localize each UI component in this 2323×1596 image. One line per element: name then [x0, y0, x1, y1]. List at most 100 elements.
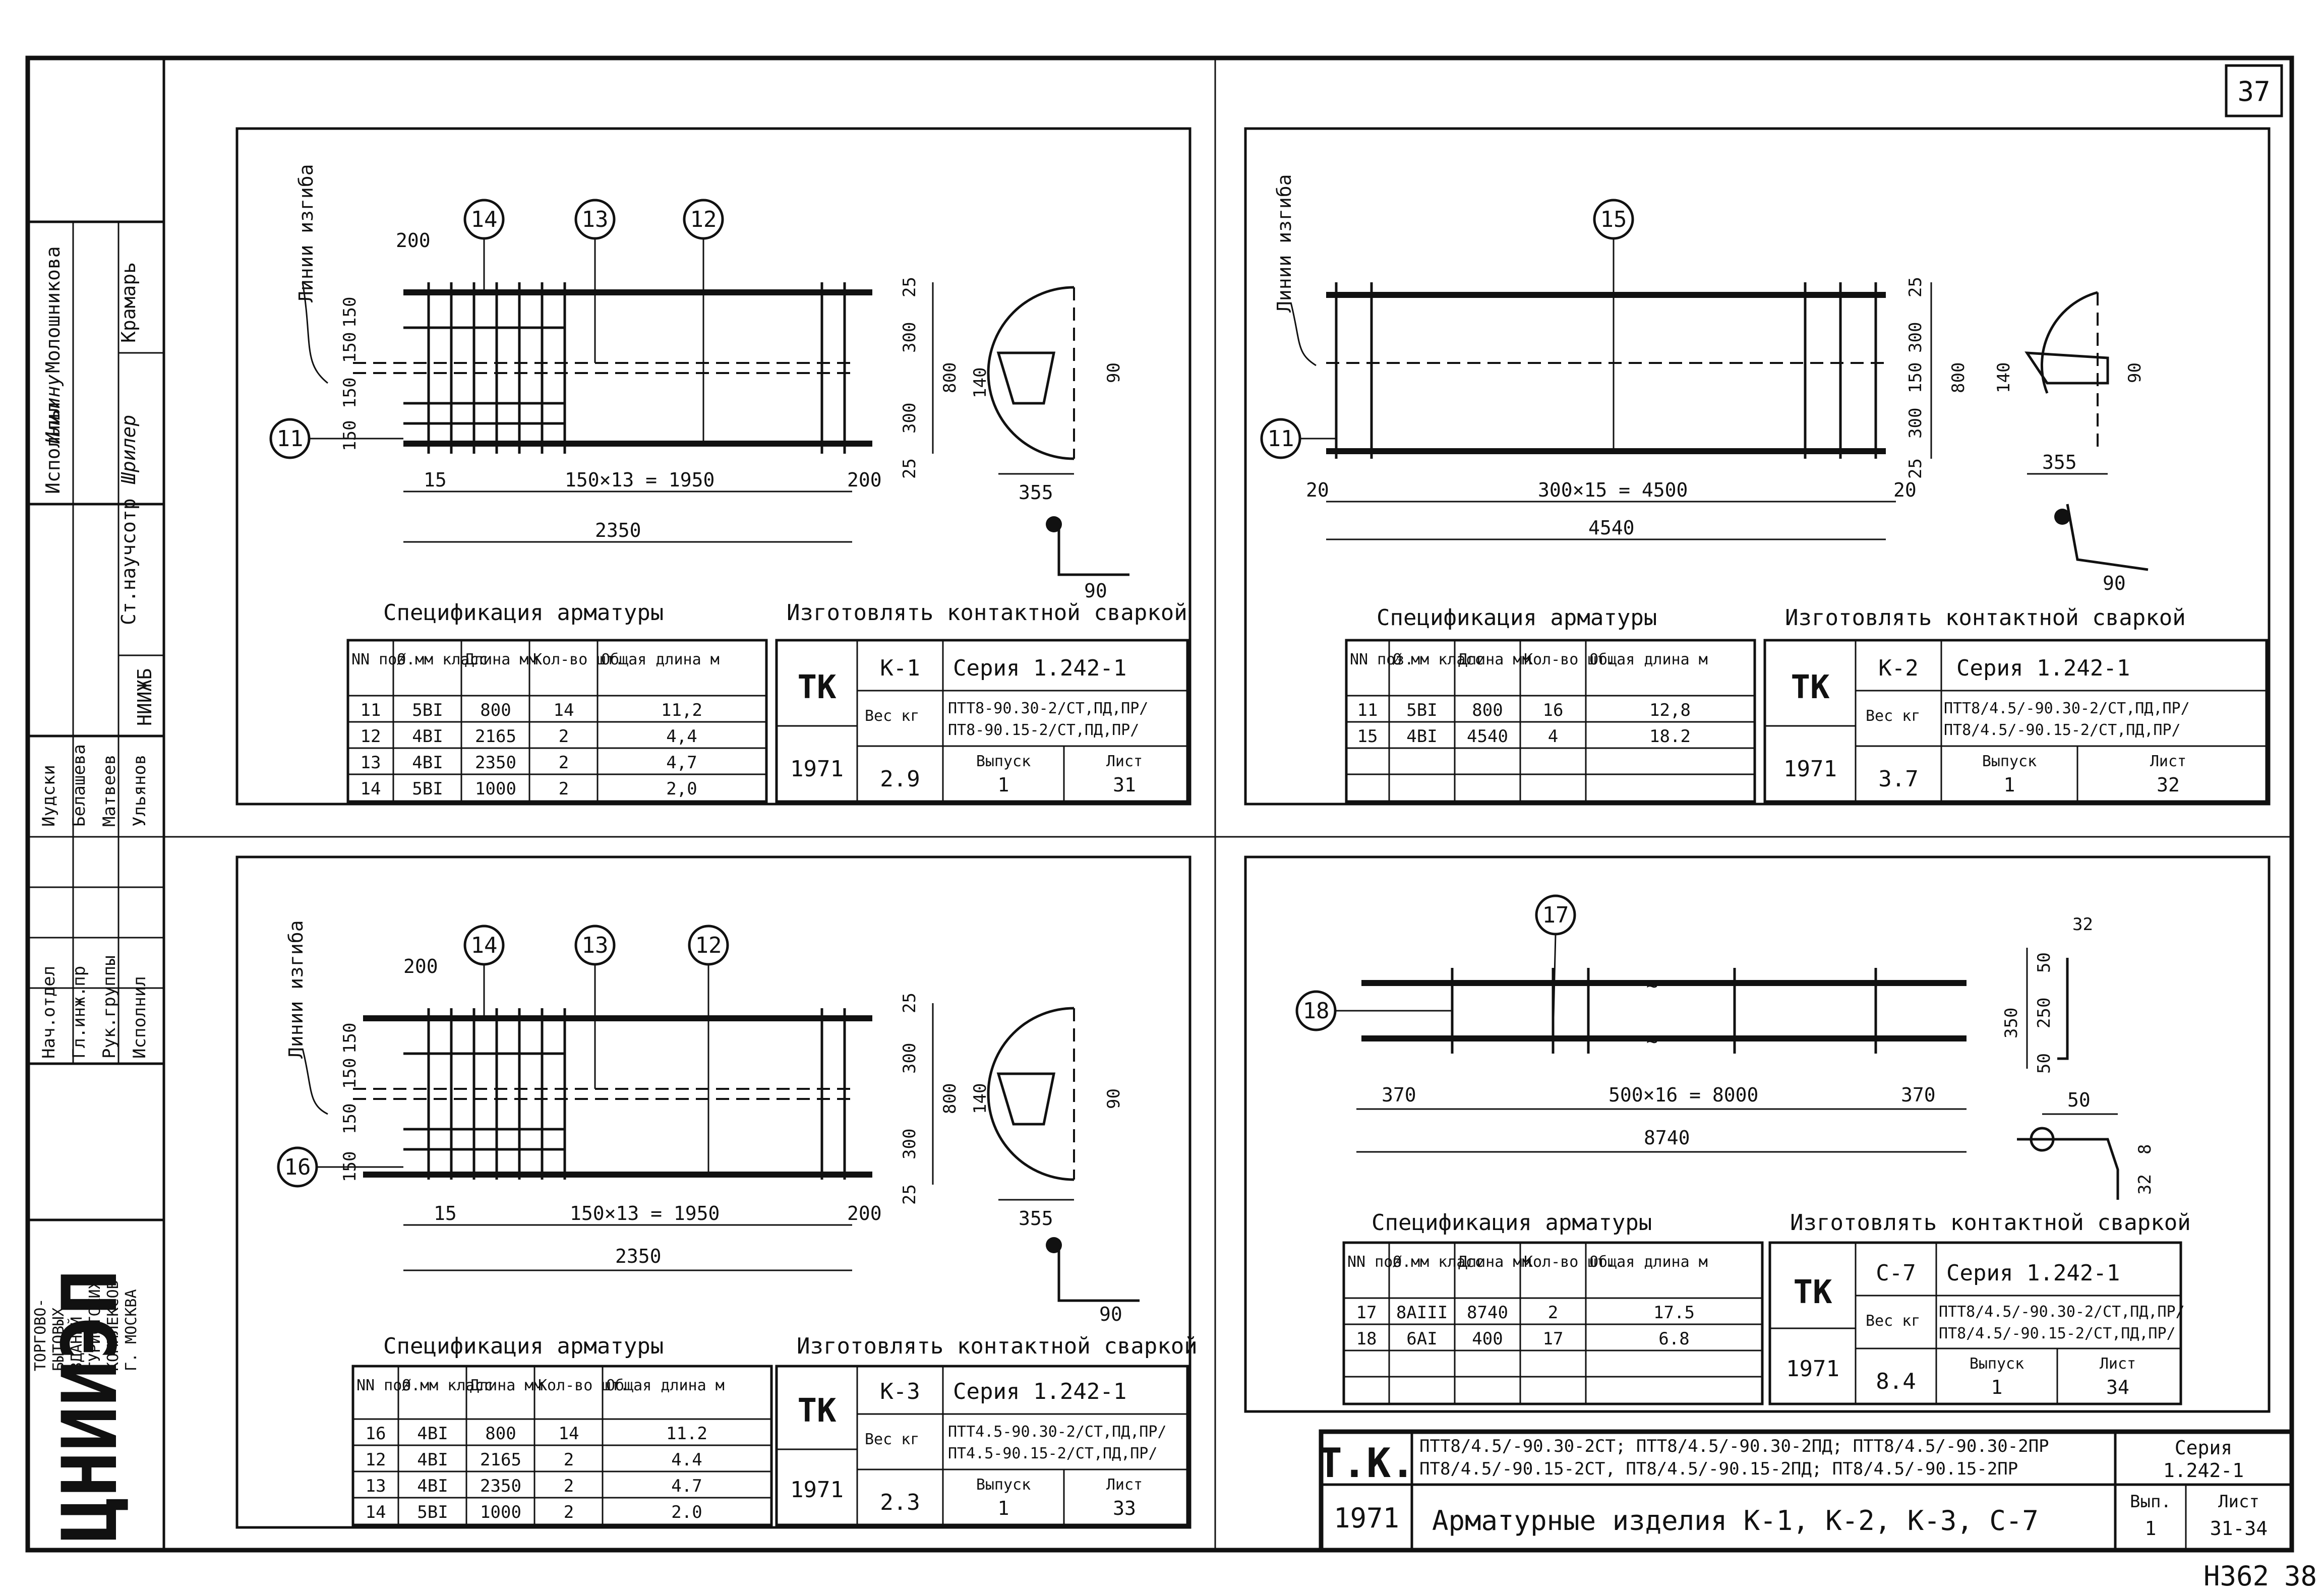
- k2-hdr-pos: NN поз.: [1350, 651, 1413, 668]
- c7-tb-year: 1971: [1786, 1356, 1839, 1382]
- k2-dim-r25a: 25: [1905, 277, 1926, 297]
- k3-hdr-dia: Ø мм класс: [402, 1377, 493, 1394]
- main-tb-series-label: Серия: [2175, 1437, 2232, 1459]
- c7-dim-d32: 32: [2135, 1174, 2155, 1195]
- k3-hdr-pos: NN поз.: [356, 1377, 420, 1394]
- sheet-number: 37: [2237, 76, 2270, 107]
- k3-dim-top: 200: [403, 955, 438, 977]
- k1-dim-v3: 150: [340, 378, 360, 408]
- table-cell: 12: [366, 1450, 386, 1470]
- table-cell: 13: [361, 753, 381, 773]
- k2-tb-sheet: 32: [2157, 774, 2180, 796]
- k2-tb-mark: К-2: [1878, 655, 1918, 681]
- c7-dim-h350: 350: [2001, 1008, 2021, 1038]
- k2-spec-title: Спецификация арматуры: [1377, 605, 1657, 631]
- k3-sec-140: 140: [970, 1083, 990, 1114]
- table-cell: 17: [1543, 1329, 1564, 1349]
- k1-dim-r25a: 25: [900, 277, 920, 297]
- panel-c7-frame: [1244, 855, 2271, 1413]
- main-tb-line1: ПТТ8/4.5/-90.30-2СТ; ПТТ8/4.5/-90.30-2ПД…: [1419, 1436, 2049, 1456]
- k2-hdr-len: Длина мм: [1458, 651, 1531, 668]
- k1-dim-v2: 150: [340, 332, 360, 363]
- k3-sec-90b: 90: [1099, 1303, 1122, 1325]
- c7-dim-total: 8740: [1644, 1127, 1690, 1149]
- table-cell: 4BI: [417, 1450, 448, 1470]
- c7-callout-17-label: 17: [1542, 902, 1569, 928]
- k1-tb-line2: ПТ8-90.15-2/СТ,ПД,ПР/: [948, 721, 1139, 739]
- k1-spec-table: NN поз. Ø мм класс Длина мм Кол-во шт. О…: [346, 639, 768, 803]
- k2-callout-11-label: 11: [1268, 426, 1294, 452]
- k1-tb-weight-label: Вес кг: [865, 707, 919, 725]
- main-tb-series-value: 1.242-1: [2163, 1459, 2244, 1482]
- org-line-4: ТУРИСТСКИХ: [86, 1280, 104, 1371]
- org-line-1: ТОРГОВО-: [32, 1299, 49, 1372]
- k2-spec-table: NN поз. Ø мм класс Длина мм Кол-во шт. О…: [1345, 639, 1756, 803]
- table-cell: 16: [366, 1424, 386, 1444]
- k1-hdr-len: Длина мм: [465, 651, 538, 668]
- strip-mid-name-1: Иудски: [39, 765, 59, 827]
- k1-tb-issue-label: Выпуск: [976, 753, 1031, 770]
- k3-tb-weight-label: Вес кг: [865, 1431, 919, 1448]
- c7-hdr-total: Общая длина м: [1589, 1253, 1708, 1271]
- k3-tb-line1: ПТТ4.5-90.30-2/СТ,ПД,ПР/: [948, 1423, 1166, 1441]
- strip-mid-role-1: Нач.отдел: [39, 966, 59, 1059]
- k1-sec-140: 140: [970, 367, 990, 398]
- org-line-6: Г. МОСКВА: [123, 1289, 140, 1371]
- k3-dim-v2: 150: [340, 1058, 360, 1089]
- k2-dim-right: 20: [1893, 479, 1917, 501]
- k1-tb-tk: ТК: [797, 669, 837, 706]
- k3-sec-90: 90: [1104, 1088, 1124, 1109]
- c7-break-mark-1: ≈: [1646, 973, 1658, 995]
- table-cell: 17: [1356, 1303, 1377, 1323]
- left-strip: Исполнил Ильину Молошникова Ст.научсотр …: [26, 220, 165, 1552]
- k1-callout-14-label: 14: [471, 207, 498, 232]
- main-tb-tk: Т.К.: [1318, 1440, 1415, 1487]
- k2-dim-r300a: 300: [1905, 322, 1926, 353]
- table-cell: 6AI: [1406, 1329, 1437, 1349]
- k3-tb-sheet-label: Лист: [1106, 1476, 1143, 1494]
- org-line-5: КОМПЛЕКСОВ: [104, 1280, 122, 1371]
- table-cell: 2350: [475, 753, 516, 773]
- panel-k1: Линии изгиба 14 13 12 11: [235, 127, 1192, 806]
- k2-hdr-dia: Ø мм класс: [1393, 651, 1484, 668]
- k3-callout-13-label: 13: [582, 933, 609, 958]
- table-cell: 2: [559, 753, 569, 773]
- table-cell: 4.4: [671, 1450, 702, 1470]
- c7-break-mark-2: ≈: [1646, 1028, 1658, 1051]
- k1-callout-11-label: 11: [277, 426, 304, 452]
- table-cell: 2: [559, 779, 569, 799]
- k3-spec-table: NN поз. Ø мм класс Длина мм Кол-во шт. О…: [351, 1365, 773, 1526]
- panel-k2: Линии изгиба 15 11 20 300×15 = 4500 20 4…: [1244, 127, 2271, 806]
- k3-tb-weight: 2.3: [880, 1490, 920, 1515]
- k1-dim-top: 200: [396, 229, 431, 252]
- k3-tb-series: Серия 1.242-1: [953, 1379, 1126, 1404]
- sheet-number-box: [2225, 64, 2283, 117]
- table-cell: 2,0: [666, 779, 697, 799]
- k1-weld-note: Изготовлять контактной сваркой: [787, 600, 1187, 626]
- c7-spec-title: Спецификация арматуры: [1372, 1210, 1652, 1236]
- c7-dim-h250: 250: [2034, 998, 2054, 1028]
- table-cell: 18: [1356, 1329, 1377, 1349]
- table-cell: 2: [564, 1450, 574, 1470]
- table-cell: 14: [361, 779, 381, 799]
- k1-sec-355: 355: [1019, 481, 1053, 504]
- table-cell: 4BI: [412, 753, 443, 773]
- strip-sign-2: Шрилер: [117, 415, 140, 484]
- k3-tb-issue-label: Выпуск: [976, 1476, 1031, 1494]
- k2-sec-140: 140: [1994, 362, 2014, 393]
- table-cell: 4,4: [666, 726, 697, 747]
- k1-dim-r300a: 300: [900, 322, 920, 353]
- k3-tb-mark: К-3: [880, 1379, 920, 1404]
- table-cell: 12: [361, 726, 381, 747]
- strip-mid-name-4: Ульянов: [130, 755, 150, 827]
- c7-spec-table: NN поз. Ø мм класс Длина мм Кол-во шт. О…: [1342, 1241, 1764, 1405]
- k3-callout-16-label: 16: [284, 1154, 311, 1180]
- table-cell: 800: [1472, 700, 1503, 720]
- k3-dim-r300b: 300: [900, 1129, 920, 1159]
- c7-callout-18-label: 18: [1303, 998, 1330, 1024]
- k3-tb-issue: 1: [998, 1497, 1009, 1519]
- panel-k3-frame: [235, 855, 1192, 1529]
- table-cell: 4BI: [412, 726, 443, 747]
- table-cell: 17.5: [1653, 1303, 1695, 1323]
- k1-sec-90: 90: [1104, 362, 1124, 383]
